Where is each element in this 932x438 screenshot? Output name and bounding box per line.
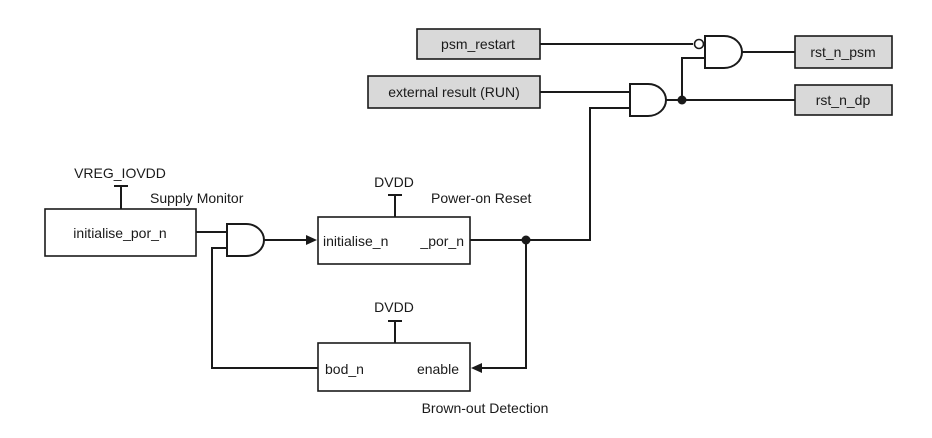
power-on-reset-title: Power-on Reset — [431, 190, 531, 206]
external-result-box — [367, 75, 541, 109]
power-on-reset-block — [317, 216, 471, 265]
dvdd-bod-label: DVDD — [374, 299, 414, 315]
rst-n-dp-label: rst_n_dp — [816, 92, 871, 108]
junction-rst-n-dp — [677, 95, 687, 105]
arrowhead-bod-enable — [471, 363, 482, 373]
wire-junction-to-top-and — [681, 57, 705, 100]
bod-input-port: enable — [417, 361, 459, 377]
wire-por-to-bod — [480, 240, 527, 369]
rst-n-dp-box — [794, 84, 893, 116]
psm-restart-label: psm_restart — [441, 36, 515, 52]
por-output-port: _por_n — [419, 233, 464, 249]
dvdd-por-label: DVDD — [374, 174, 414, 190]
psm-restart-box — [416, 28, 541, 60]
supply-monitor-block — [44, 208, 197, 257]
and-gate-top — [704, 35, 743, 69]
rst-n-psm-label: rst_n_psm — [810, 44, 875, 60]
supply-monitor-title: Supply Monitor — [150, 190, 244, 206]
and-gate-supply — [226, 223, 265, 257]
rail-dvdd-bod — [388, 320, 402, 343]
inverter-bubble — [693, 38, 705, 50]
and-gate-lower — [629, 83, 667, 117]
rail-vreg-iovdd — [114, 185, 128, 209]
vreg-iovdd-label: VREG_IOVDD — [74, 165, 166, 181]
brown-out-block — [317, 342, 471, 392]
supply-monitor-port: initialise_por_n — [73, 225, 166, 241]
external-result-label: external result (RUN) — [388, 84, 519, 100]
brown-out-title: Brown-out Detection — [422, 400, 549, 416]
por-input-port: initialise_n — [323, 233, 388, 249]
wire-por-out — [470, 107, 630, 241]
rst-n-psm-box — [794, 35, 893, 69]
arrowhead-por-input — [306, 235, 317, 245]
bod-output-port: bod_n — [325, 361, 364, 377]
rail-dvdd-por — [388, 194, 402, 217]
wire-bod-feedback — [211, 247, 318, 369]
junction-por-output — [521, 235, 531, 245]
